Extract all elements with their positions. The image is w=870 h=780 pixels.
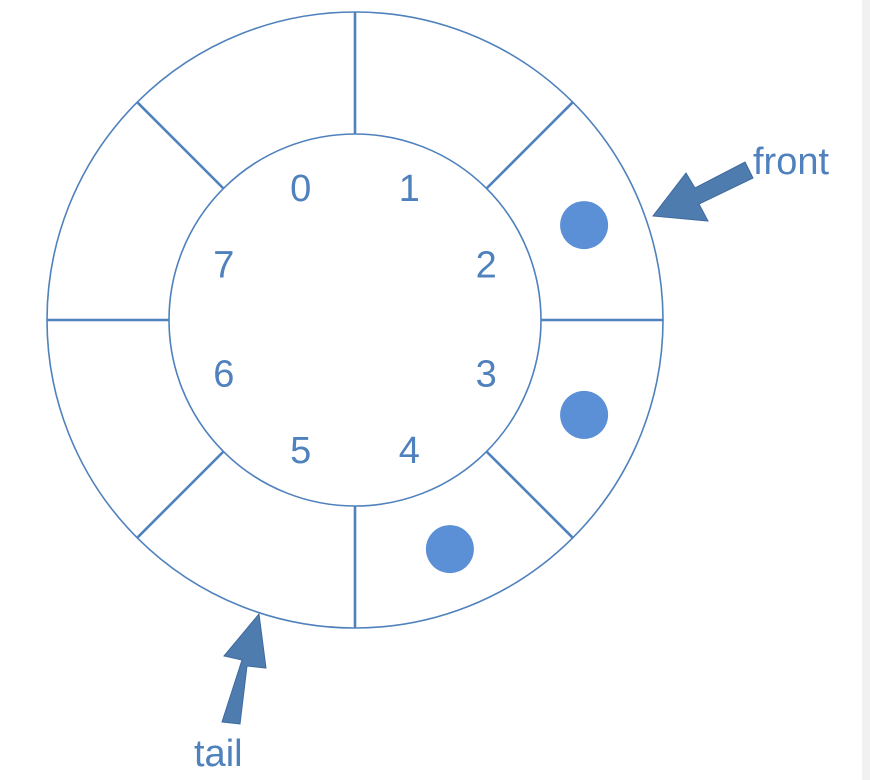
front-label: front (753, 141, 829, 183)
slot-label-6: 6 (213, 353, 234, 395)
inner-ring (168, 133, 542, 507)
slot-divider (136, 101, 225, 190)
slot-divider (485, 101, 574, 190)
slot-label-5: 5 (290, 430, 311, 472)
tail-label: tail (194, 733, 243, 775)
slot-label-4: 4 (399, 430, 420, 472)
queued-element-dot (560, 201, 609, 250)
page-edge-strip (862, 0, 870, 780)
slot-label-3: 3 (476, 353, 497, 395)
slot-label-7: 7 (213, 245, 234, 287)
slot-label-0: 0 (290, 168, 311, 210)
slot-label-1: 1 (399, 168, 420, 210)
queued-element-dot (425, 525, 474, 574)
slot-divider (136, 450, 225, 539)
tail-pointer: tail (194, 612, 267, 775)
queued-element-dot (560, 390, 609, 439)
tail-arrow-icon (221, 612, 267, 725)
queued-elements (425, 201, 609, 574)
slot-divider (485, 450, 574, 539)
front-pointer: front (652, 141, 829, 222)
front-arrow-icon (652, 161, 754, 222)
slot-labels: 0 1 2 3 4 5 6 7 (213, 168, 497, 472)
slot-dividers (47, 12, 663, 628)
slot-label-2: 2 (476, 245, 497, 287)
